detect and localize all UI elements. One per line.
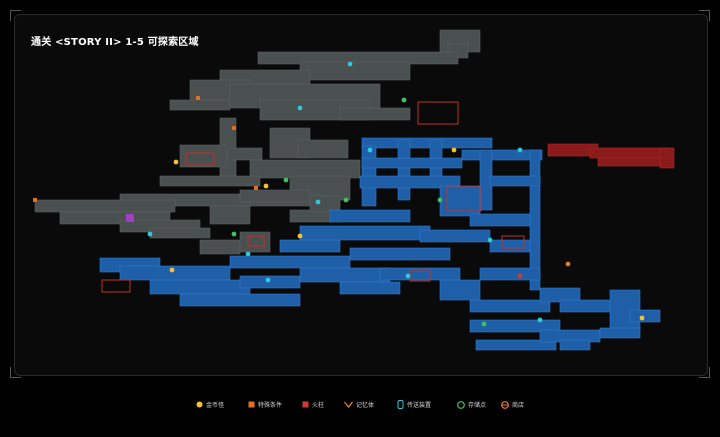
map-markers xyxy=(33,61,645,327)
legend-fire-pillar: 火柱 xyxy=(302,400,324,409)
legend-shop: 商店 xyxy=(501,400,524,409)
coin-marker xyxy=(169,267,175,273)
teleport-marker xyxy=(405,273,411,279)
legend-special-condition: 特殊条件 xyxy=(248,400,282,409)
fire-pillar-marker xyxy=(517,273,523,279)
save-point-marker xyxy=(343,197,349,203)
save-point-marker xyxy=(401,97,407,103)
save-point-icon xyxy=(457,400,465,409)
coin-marker xyxy=(297,233,303,239)
special-condition-marker xyxy=(196,96,200,100)
special-condition-marker xyxy=(254,186,258,190)
legend-label: 商店 xyxy=(512,402,525,409)
special-condition-marker xyxy=(232,126,236,130)
legend-label: 火柱 xyxy=(312,402,325,409)
special-condition-marker xyxy=(33,198,37,202)
gray-region xyxy=(34,29,481,255)
memory-icon xyxy=(344,401,353,408)
teleport-marker xyxy=(265,277,271,283)
coin-icon xyxy=(196,401,203,408)
fire-pillar-icon xyxy=(302,401,309,408)
save-point-marker xyxy=(283,177,289,183)
legend-label: 传送装置 xyxy=(407,402,432,409)
memory-marker xyxy=(126,214,134,222)
blue-region xyxy=(99,137,661,351)
legend-coin: 金币怪 xyxy=(196,400,224,409)
teleport-marker xyxy=(367,147,373,153)
special-condition-icon xyxy=(248,401,255,408)
shop-icon xyxy=(501,400,509,409)
save-point-marker xyxy=(231,231,237,237)
map-title: 通关 <STORY II> 1-5 可探索区域 xyxy=(31,37,199,48)
red-region xyxy=(547,143,675,169)
legend-memory: 记忆体 xyxy=(344,400,374,409)
teleport-marker xyxy=(347,61,353,67)
shop-marker xyxy=(565,261,571,267)
teleport-marker xyxy=(147,231,153,237)
coin-marker xyxy=(639,315,645,321)
coin-marker xyxy=(451,147,457,153)
legend-label: 存储点 xyxy=(468,402,487,409)
save-point-marker xyxy=(437,197,443,203)
save-point-marker xyxy=(481,321,487,327)
coin-marker xyxy=(173,159,179,165)
legend-label: 特殊条件 xyxy=(258,402,283,409)
legend-save-point: 存储点 xyxy=(457,400,486,409)
frame-corner-top-left xyxy=(10,10,21,21)
teleport-marker xyxy=(245,251,251,257)
legend-label: 记忆体 xyxy=(356,402,375,409)
legend-teleport: 传送装置 xyxy=(397,400,431,409)
frame-corner-bottom-right xyxy=(699,367,710,378)
teleport-icon xyxy=(397,400,404,409)
coin-marker xyxy=(263,183,269,189)
teleport-marker xyxy=(517,147,523,153)
teleport-marker xyxy=(315,199,321,205)
teleport-marker xyxy=(537,317,543,323)
legend-label: 金币怪 xyxy=(206,402,225,409)
teleport-marker xyxy=(487,237,493,243)
frame-corner-top-right xyxy=(699,10,710,21)
map-legend: 金币怪 特殊条件 火柱 记忆体 传送装置 存储点 商店 xyxy=(0,400,720,414)
frame-corner-bottom-left xyxy=(10,367,21,378)
teleport-marker xyxy=(297,105,303,111)
